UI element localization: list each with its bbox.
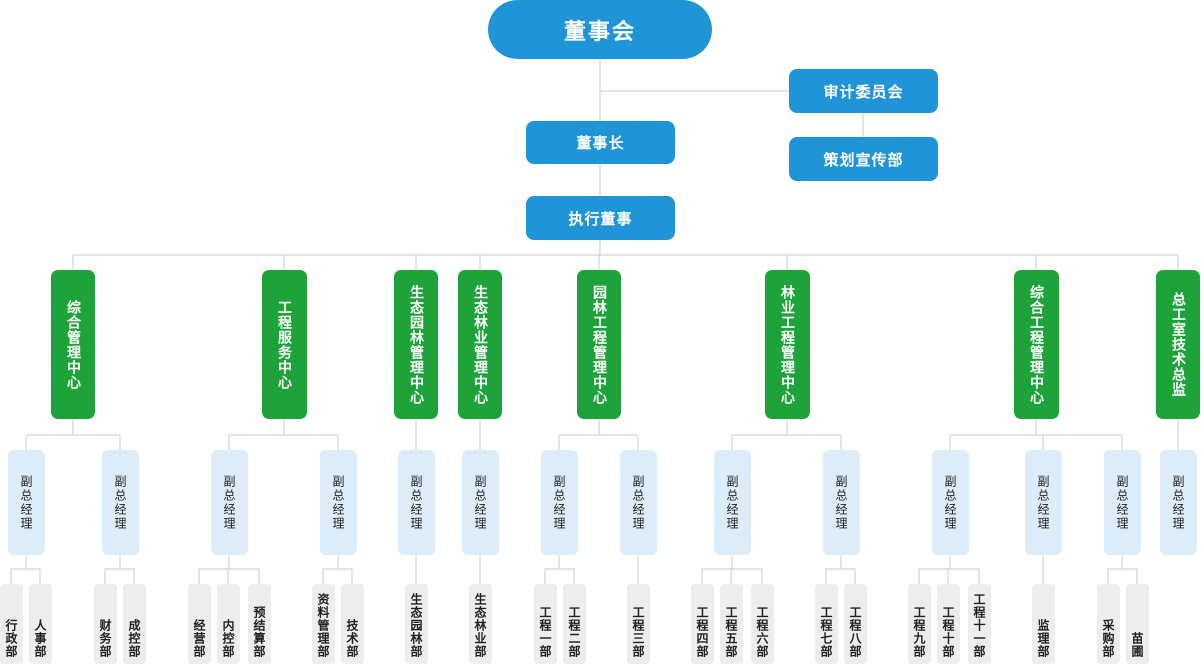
- department-box: 经营部: [187, 584, 211, 664]
- vice-gm-box: 副总经理: [210, 450, 248, 555]
- department-box: 采购部: [1096, 584, 1120, 664]
- chairman: 董事长: [526, 121, 675, 164]
- department-box: 工程六部: [750, 584, 774, 664]
- audit-committee: 审计委员会: [789, 69, 938, 113]
- vice-gm-box: 副总经理: [713, 450, 751, 555]
- department-box: 生态园林部: [404, 584, 428, 664]
- department-box: 生态林业部: [468, 584, 492, 664]
- department-box: 工程三部: [626, 584, 650, 664]
- department-box: 预结算部: [247, 584, 271, 664]
- department-box: 内控部: [216, 584, 240, 664]
- department-box: 工程五部: [719, 584, 743, 664]
- department-box: 工程四部: [690, 584, 714, 664]
- vice-gm-box: 副总经理: [931, 450, 969, 555]
- center-box: 工程服务中心: [261, 270, 307, 419]
- vice-gm-box: 副总经理: [1103, 450, 1141, 555]
- vice-gm-box: 副总经理: [101, 450, 139, 555]
- center-box: 综合管理中心: [51, 270, 95, 419]
- executive-director: 执行董事: [526, 196, 675, 240]
- department-box: 监理部: [1031, 584, 1055, 664]
- department-box: 苗圃: [1125, 584, 1149, 664]
- vice-gm-box: 副总经理: [1024, 450, 1062, 555]
- vice-gm-box: 副总经理: [619, 450, 657, 555]
- center-box: 生态林业管理中心: [458, 270, 502, 419]
- department-box: 技术部: [340, 584, 364, 664]
- department-box: 工程七部: [814, 584, 838, 664]
- department-box: 工程十一部: [967, 584, 991, 664]
- planning-publicity-dept: 策划宣传部: [789, 137, 938, 181]
- department-box: 资料管理部: [311, 584, 335, 664]
- department-box: 工程二部: [562, 584, 586, 664]
- vice-gm-box: 副总经理: [397, 450, 435, 555]
- center-box: 生态园林管理中心: [394, 270, 438, 419]
- center-box: 综合工程管理中心: [1013, 270, 1059, 419]
- vice-gm-box: 副总经理: [319, 450, 357, 555]
- department-box: 成控部: [122, 584, 146, 664]
- department-box: 工程八部: [843, 584, 867, 664]
- vice-gm-box: 副总经理: [822, 450, 860, 555]
- vice-gm-box: 副总经理: [1159, 450, 1197, 555]
- center-box: 园林工程管理中心: [577, 270, 621, 419]
- department-box: 人事部: [28, 584, 52, 664]
- vice-gm-box: 副总经理: [540, 450, 578, 555]
- department-box: 工程一部: [533, 584, 557, 664]
- center-box: 总工室技术总监: [1156, 270, 1200, 419]
- department-box: 工程九部: [907, 584, 931, 664]
- board-of-directors: 董事会: [488, 0, 712, 59]
- vice-gm-box: 副总经理: [7, 450, 45, 555]
- department-box: 工程十部: [936, 584, 960, 664]
- vice-gm-box: 副总经理: [461, 450, 499, 555]
- center-box: 林业工程管理中心: [764, 270, 810, 419]
- department-box: 财务部: [93, 584, 117, 664]
- department-box: 行政部: [0, 584, 23, 664]
